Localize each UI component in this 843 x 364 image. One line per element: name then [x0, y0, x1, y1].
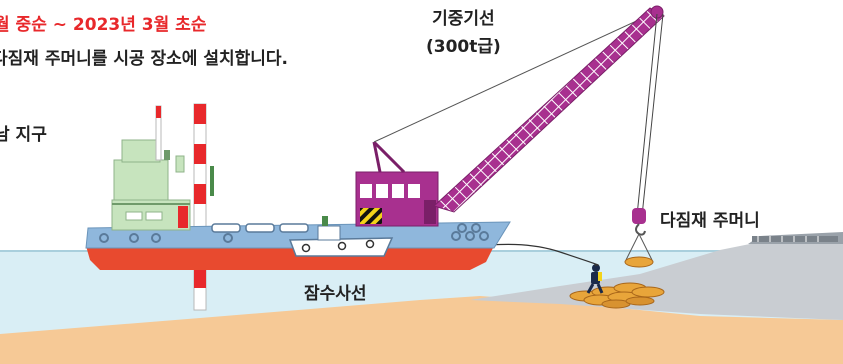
placed-stone-bags	[569, 282, 665, 309]
deckhouse	[111, 139, 191, 231]
stone-bag-label: 다짐재 주머니	[660, 211, 760, 231]
ship-hull	[86, 246, 494, 270]
crane-vessel-label: 기중기선 (300t급)	[426, 5, 501, 61]
diver-support-boat	[288, 216, 394, 257]
deck-winches	[211, 223, 309, 233]
crane-cab	[355, 171, 439, 227]
hoist-rope	[636, 13, 664, 217]
district-label: 남 지구	[0, 125, 47, 145]
schedule-period-text: 월 중순 ~ 2023년 3월 초순	[0, 15, 207, 35]
armor-blocks	[752, 236, 838, 242]
seabed	[0, 296, 843, 364]
work-description-text: 다짐재 주머니를 시공 장소에 설치합니다.	[0, 49, 289, 69]
diver	[586, 264, 604, 294]
crane-a-frame	[372, 11, 657, 174]
crane-vessel-capacity: (300t급)	[426, 37, 501, 57]
portholes	[99, 223, 489, 243]
spud-pile	[193, 103, 207, 311]
crane-hook	[632, 208, 646, 236]
mast	[155, 105, 214, 196]
suspended-stone-bag	[624, 233, 654, 268]
rubble-mound	[470, 234, 843, 320]
diver-boat-label: 잠수사선	[304, 284, 367, 304]
crane-vessel-name: 기중기선	[432, 9, 495, 29]
